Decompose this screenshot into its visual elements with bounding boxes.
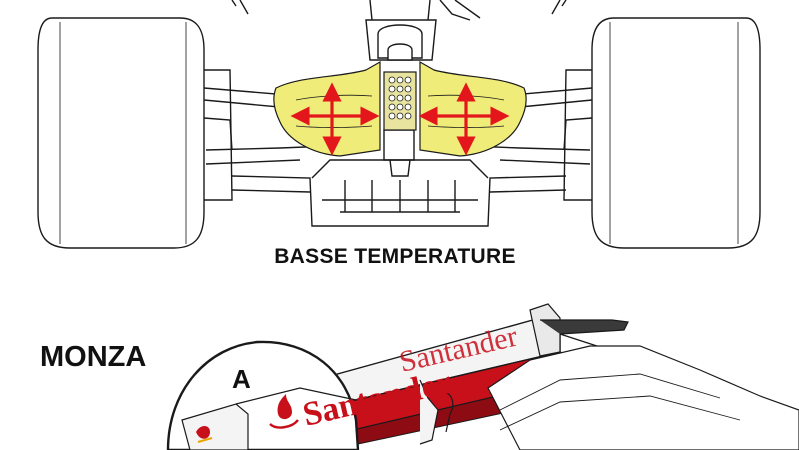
callout-letter: A xyxy=(232,364,251,394)
upper-caption: BASSE TEMPERATURE xyxy=(274,245,516,268)
santander-flame-icon xyxy=(269,394,299,429)
right-tyre xyxy=(591,17,761,249)
flow-arrow-icon xyxy=(290,82,510,156)
lower-caption: MONZA xyxy=(40,341,147,373)
rear-view-drawing xyxy=(37,0,761,249)
left-tyre xyxy=(37,17,205,249)
highlighted-exhaust-area xyxy=(273,60,527,157)
magnifier-circle-icon xyxy=(166,340,360,450)
